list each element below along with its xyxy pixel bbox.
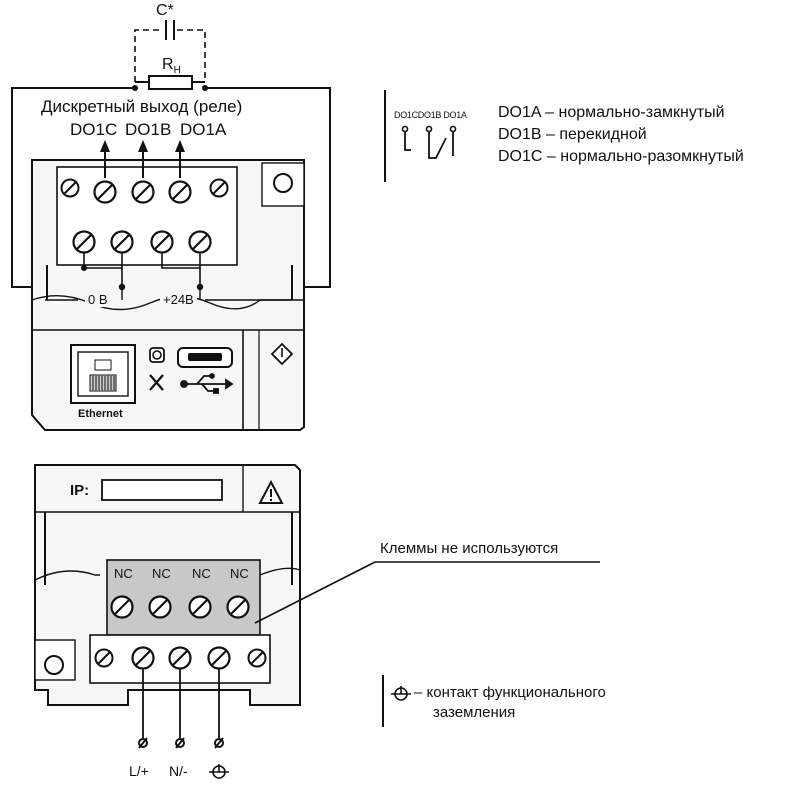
resistor-subscript: Н	[173, 65, 181, 77]
usb-icon	[180, 373, 234, 394]
ethernet-label: Ethernet	[78, 408, 123, 420]
capacitor-label: C*	[156, 2, 174, 19]
ground-legend-line2: заземления	[433, 704, 516, 721]
warning-triangle-icon	[258, 479, 284, 504]
ip-label: IP:	[70, 482, 90, 499]
nc-label-2: NC	[152, 566, 171, 581]
ground-legend-line1: – контакт функционального	[414, 684, 606, 701]
relay-output-title: Дискретный выход (реле)	[41, 97, 243, 116]
nc-label-1: NC	[114, 566, 133, 581]
relay-legend-line-do1a: DO1A – нормально-замкнутый	[498, 104, 725, 121]
resistor-label: RН	[162, 56, 181, 76]
nc-label-3: NC	[192, 566, 211, 581]
power-label-l: L/+	[129, 763, 149, 779]
terminal-label-do1b: DO1B	[125, 120, 172, 139]
relay-legend-mini-labels: DO1CDO1B DO1A	[394, 110, 467, 120]
unused-terminals-callout: Клеммы не используются	[380, 540, 559, 557]
power-label-n: N/-	[169, 763, 188, 779]
nc-label-4: NC	[230, 566, 249, 581]
relay-legend-line-do1c: DO1C – нормально-разомкнутый	[498, 148, 744, 165]
relay-legend-line-do1b: DO1B – перекидной	[498, 126, 647, 143]
ground-legend	[382, 675, 411, 727]
top-device	[31, 140, 305, 431]
bottom-device	[34, 464, 600, 779]
voltage-label-24v: +24В	[160, 292, 197, 307]
warning-diamond-icon	[270, 342, 294, 366]
relay-legend	[384, 90, 457, 182]
terminal-label-do1a: DO1A	[180, 120, 227, 139]
functional-ground-icon	[209, 764, 229, 779]
service-tools-icon	[149, 374, 164, 391]
terminal-label-do1c: DO1C	[70, 120, 118, 139]
voltage-label-0v: 0 В	[85, 292, 111, 307]
resistor-symbol: R	[162, 56, 174, 73]
